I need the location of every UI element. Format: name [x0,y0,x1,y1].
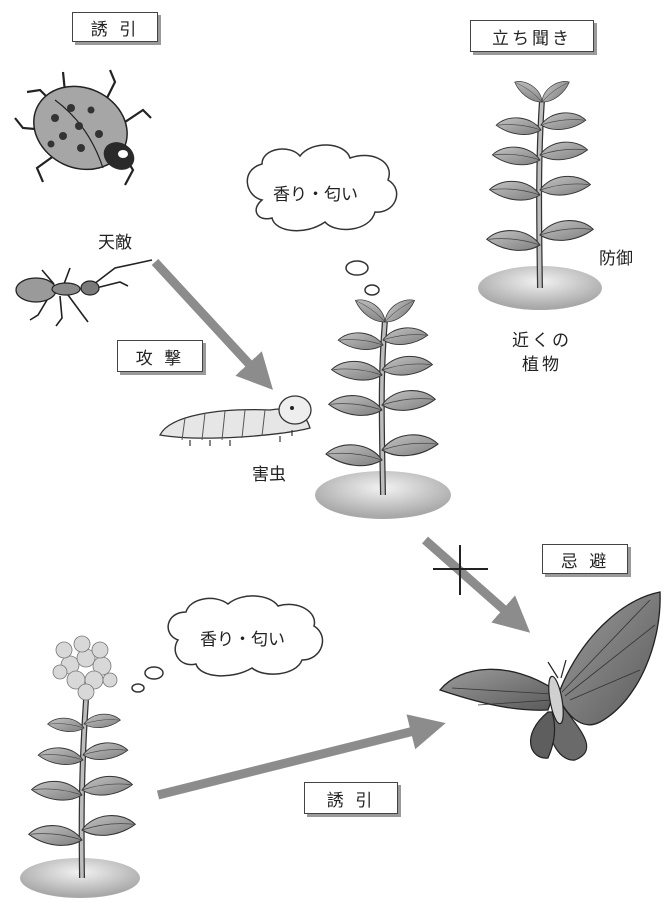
attack-label: 攻 撃 [117,340,203,372]
attract-label-bottom: 誘 引 [304,782,398,814]
natural-enemy-label: 天敵 [98,233,132,253]
defense-label: 防御 [599,249,633,269]
caterpillar-icon [159,395,312,446]
nearby-plant-icon [478,76,602,310]
nearby-plant-label-1: 近くの [512,331,572,351]
scent-cloud-top [246,144,398,296]
plant-icon [315,294,451,519]
butterfly-icon [438,591,661,761]
flower-plant-icon [20,635,140,898]
attract-arrow [156,714,446,800]
blocked-cross-icon [433,545,488,595]
scent-cloud-bottom [131,595,324,693]
attract-label-top: 誘 引 [72,12,158,42]
scent-text-bottom: 香り・匂い [200,630,285,650]
avoid-arrow [422,536,531,633]
pest-label: 害虫 [252,465,286,485]
nearby-plant-label-2: 植物 [522,355,562,375]
eavesdrop-label: 立ち聞き [470,20,594,52]
avoid-label: 忌 避 [542,544,628,574]
attack-arrow [151,258,273,390]
flower-cluster-icon [52,635,118,701]
scent-text-top: 香り・匂い [273,185,358,205]
ant-icon [15,259,153,327]
ladybug-icon [14,69,152,186]
